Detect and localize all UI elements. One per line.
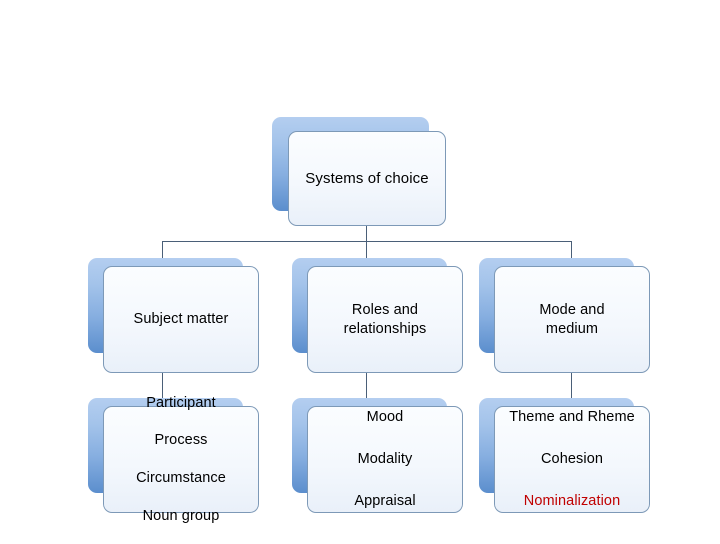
connector-drop-right xyxy=(571,241,572,259)
node-card: Systems of choice xyxy=(288,131,446,226)
node-card: Mode and medium xyxy=(494,266,650,373)
connector-roles-to-mood xyxy=(366,372,367,399)
node-roles-and-relationships[interactable]: Roles and relationships xyxy=(292,258,464,373)
node-label-line: Circumstance xyxy=(136,469,226,486)
node-label: Roles and relationships xyxy=(343,301,427,337)
node-card: Roles and relationships xyxy=(307,266,463,373)
node-card: Participant Process Circumstance Noun gr… xyxy=(103,395,259,524)
node-roles-details[interactable]: Mood Modality Appraisal xyxy=(292,398,464,513)
connector-root-stem xyxy=(366,225,367,242)
node-label-line: Noun group xyxy=(142,507,220,524)
connector-subject-to-participant xyxy=(162,372,163,399)
node-label: Participant Process Circumstance Noun gr… xyxy=(130,375,232,544)
node-subject-matter[interactable]: Subject matter xyxy=(88,258,260,373)
node-card: Theme and Rheme Cohesion Nominalization xyxy=(494,406,650,513)
node-label: Systems of choice xyxy=(305,169,429,187)
node-card: Mood Modality Appraisal xyxy=(307,406,463,513)
connector-drop-left xyxy=(162,241,163,259)
node-label-line: Cohesion xyxy=(540,451,604,467)
node-mode-details[interactable]: Theme and Rheme Cohesion Nominalization xyxy=(479,398,651,513)
node-label: Mood Modality Appraisal xyxy=(348,386,421,533)
node-label-line: Mood xyxy=(366,408,404,425)
node-label-line: Theme and Rheme xyxy=(509,408,635,425)
node-label: Theme and Rheme Cohesion Nominalization xyxy=(503,386,641,533)
connector-drop-center xyxy=(366,241,367,259)
node-label: Subject matter xyxy=(133,311,229,328)
node-card: Subject matter xyxy=(103,266,259,373)
node-label-line: Appraisal xyxy=(354,493,416,510)
node-label-line: Modality xyxy=(357,451,413,467)
node-label-line-highlighted: Nominalization xyxy=(523,493,621,510)
node-subject-matter-details[interactable]: Participant Process Circumstance Noun gr… xyxy=(88,395,260,524)
connector-mode-to-theme xyxy=(571,372,572,399)
node-label-line: Process xyxy=(154,432,208,449)
connector-level2-bus xyxy=(162,241,572,242)
node-label-line: Participant xyxy=(146,394,216,411)
node-label: Mode and medium xyxy=(539,301,605,337)
node-mode-and-medium[interactable]: Mode and medium xyxy=(479,258,651,373)
node-systems-of-choice[interactable]: Systems of choice xyxy=(272,117,446,226)
